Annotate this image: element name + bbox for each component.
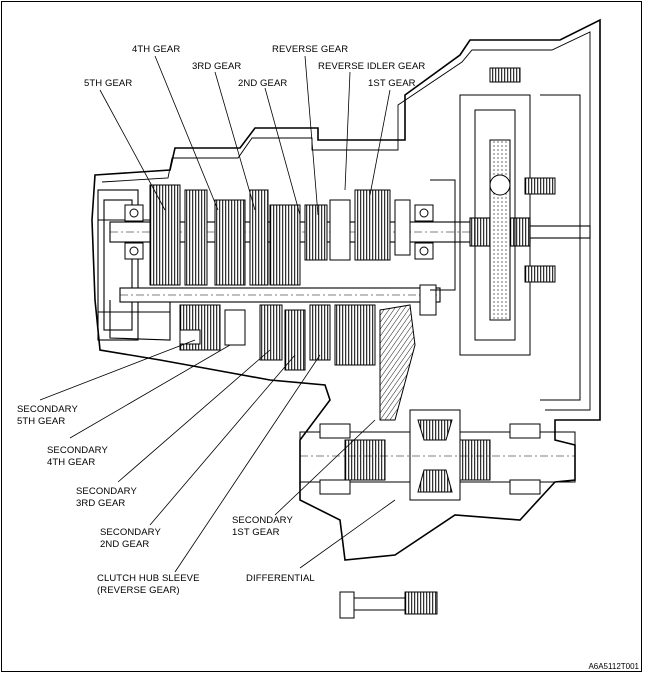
bearings bbox=[124, 204, 437, 345]
label-secondary-4th-gear: SECONDARY 4TH GEAR bbox=[47, 445, 108, 468]
end-cover bbox=[97, 189, 171, 341]
label-secondary-3rd-gear: SECONDARY 3RD GEAR bbox=[76, 486, 137, 509]
leader-lines bbox=[39, 55, 396, 573]
label-4th-gear: 4TH GEAR bbox=[132, 44, 181, 55]
secondary-gears bbox=[179, 304, 416, 421]
output-shaft bbox=[119, 287, 441, 303]
label-2nd-gear: 2ND GEAR bbox=[238, 78, 288, 89]
label-secondary-1st-gear: SECONDARY 1ST GEAR bbox=[232, 515, 293, 538]
label-1st-gear: 1ST GEAR bbox=[368, 78, 416, 89]
label-reverse-gear: REVERSE GEAR bbox=[272, 44, 349, 55]
differential-assembly bbox=[299, 409, 576, 501]
label-clutch-hub-sleeve: CLUTCH HUB SLEEVE (REVERSE GEAR) bbox=[97, 573, 200, 596]
label-secondary-5th-gear: SECONDARY 5TH GEAR bbox=[17, 404, 78, 427]
label-secondary-2nd-gear: SECONDARY 2ND GEAR bbox=[100, 527, 161, 550]
label-differential: DIFFERENTIAL bbox=[246, 573, 315, 584]
clutch-assembly bbox=[430, 67, 581, 401]
mount-bolt bbox=[339, 591, 438, 619]
figure-code: A6A5112T001 bbox=[588, 662, 639, 671]
label-5th-gear: 5TH GEAR bbox=[84, 78, 133, 89]
label-3rd-gear: 3RD GEAR bbox=[192, 61, 242, 72]
primary-gears bbox=[149, 184, 411, 286]
label-reverse-idler-gear: REVERSE IDLER GEAR bbox=[318, 61, 426, 72]
